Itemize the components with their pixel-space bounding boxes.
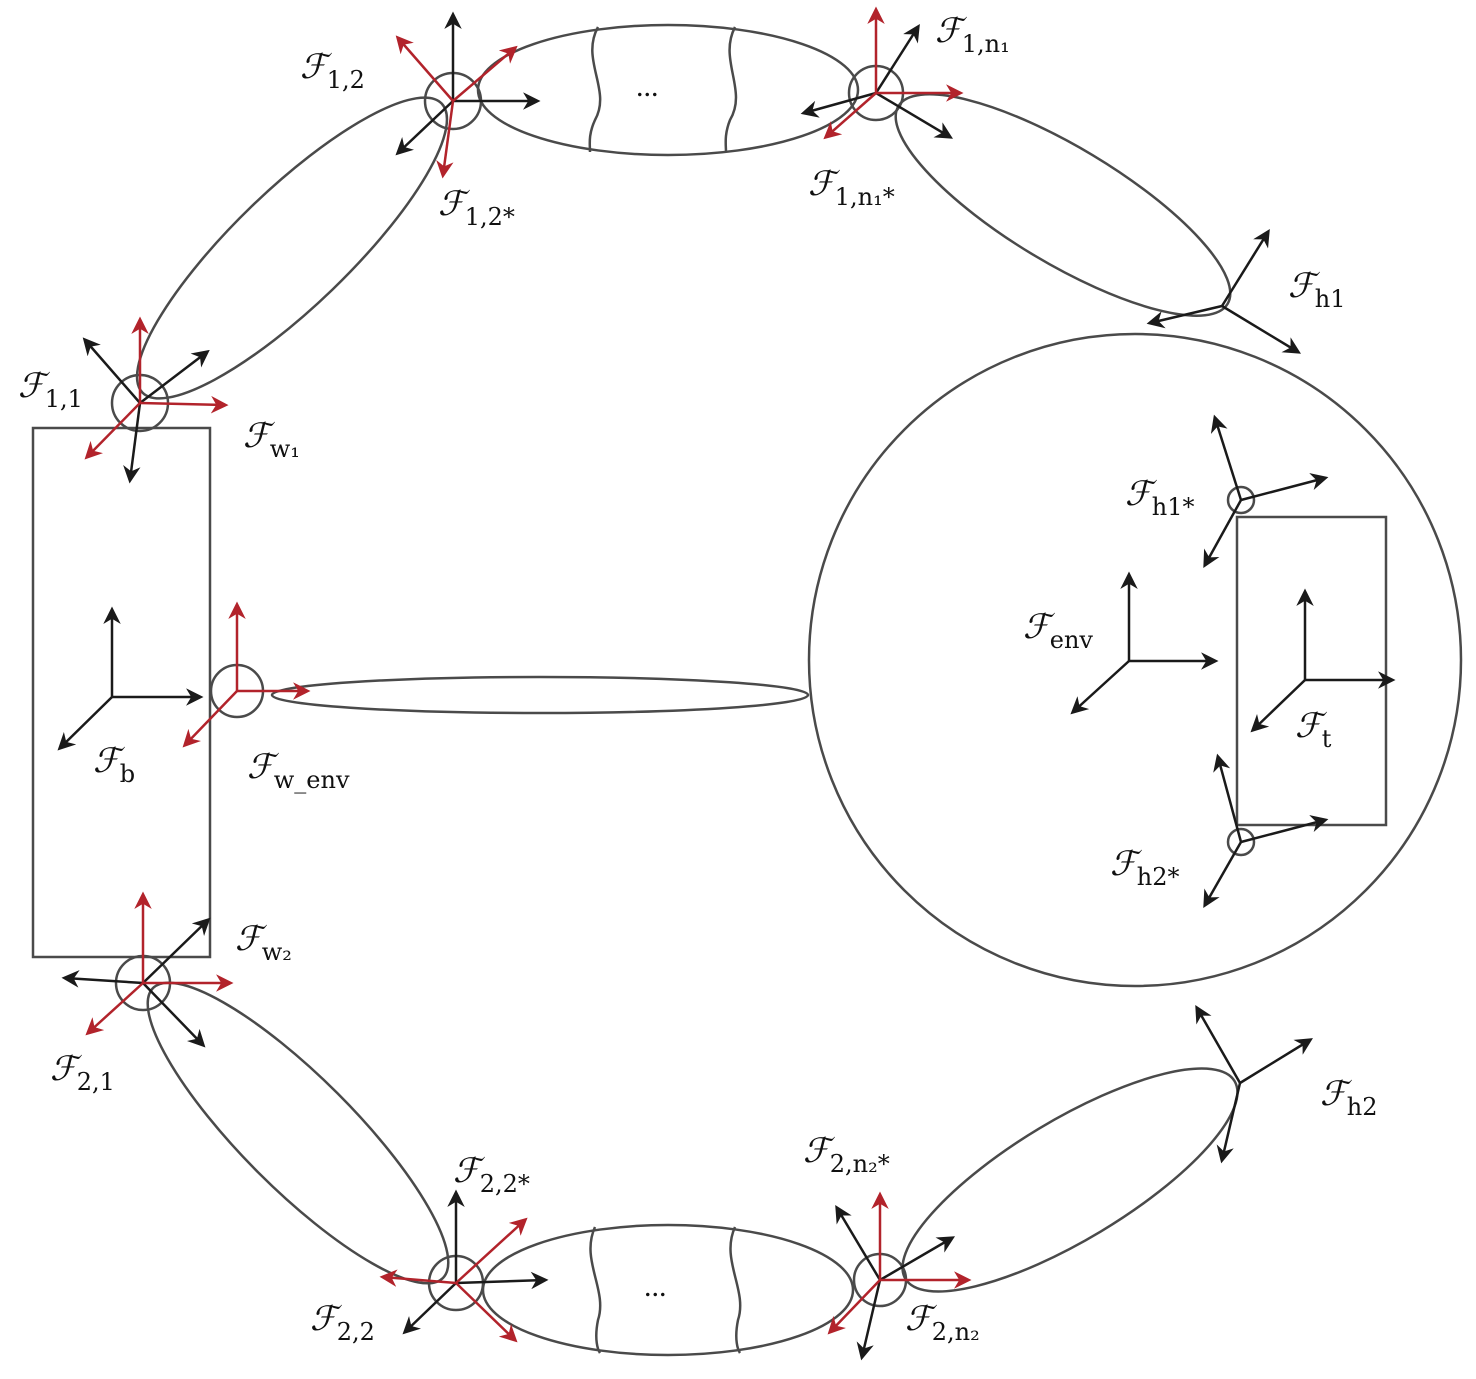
- break-line: [589, 1226, 602, 1354]
- black-axis-arrow-f2n2: [835, 1204, 882, 1281]
- black-axis-arrow-fenv: [1070, 660, 1130, 715]
- frame-label-f22s: ℱ2,2*: [453, 1151, 530, 1198]
- black-axis-arrow-f11: [82, 337, 141, 404]
- frame-label-fenv: ℱenv: [1023, 607, 1093, 654]
- red-axis-arrow-f22: [455, 1217, 528, 1284]
- frame-label-f1n1s: ℱ1,n₁*: [808, 164, 895, 211]
- frame-label-f2n2: ℱ2,n₂: [905, 1299, 980, 1346]
- ellipsis-top: ...: [636, 70, 659, 103]
- red-axis-arrow-fwenv: [182, 690, 238, 748]
- red-axis-arrow-fw2: [85, 982, 144, 1036]
- red-axis-arrow-f2n2: [827, 1279, 881, 1335]
- black-axis-arrow-fh1: [1220, 229, 1270, 307]
- frame-label-fw1: ℱw₁: [243, 416, 300, 463]
- black-axis-arrow-f22: [455, 1271, 549, 1290]
- frame-label-fh2s: ℱh2*: [1110, 844, 1179, 891]
- frame-label-f22: ℱ2,2: [310, 1299, 375, 1346]
- black-axis-arrow-f22: [402, 1282, 457, 1335]
- frame-label-f1n1: ℱ1,n₁: [935, 11, 1010, 58]
- black-axis-arrow-fh2: [1239, 1038, 1313, 1085]
- black-axis-arrow-f12: [395, 100, 454, 156]
- black-axis-arrow-f2n2: [856, 1279, 882, 1361]
- black-axis-arrow-fw2: [142, 982, 206, 1048]
- red-axis-arrow-f12: [395, 35, 454, 102]
- black-axis-arrow-fh2: [1216, 1082, 1242, 1164]
- black-axis-arrow-fh1s: [1203, 499, 1243, 569]
- tool-body: [1235, 515, 1388, 827]
- black-axis-arrow-fh1s: [1240, 473, 1329, 502]
- frame-label-f12: ℱ1,2: [300, 47, 365, 94]
- arm1-link1: [135, 96, 449, 400]
- frame-label-f11: ℱ1,1: [18, 366, 83, 413]
- break-line: [724, 26, 738, 153]
- break-line: [588, 26, 602, 153]
- black-axis-arrow-f2n2: [879, 1236, 956, 1282]
- frame-label-f12s: ℱ1,2*: [438, 184, 515, 231]
- break-line: [729, 1226, 742, 1354]
- arm1-link-last: [894, 93, 1232, 317]
- red-axis-arrow-f12: [452, 45, 518, 102]
- black-axis-arrow-f11: [139, 349, 210, 404]
- black-axis-arrow-f1n1: [800, 91, 877, 118]
- base-body: [31, 426, 212, 959]
- environment-circle: [807, 332, 1463, 988]
- black-axis-arrow-fb: [57, 696, 113, 751]
- shapes: [31, 23, 1463, 1357]
- red-axis-arrow-f1n1: [823, 92, 877, 140]
- black-axis-arrow-fh1: [1146, 304, 1223, 329]
- frame-label-fh2: ℱh2: [1320, 1074, 1377, 1121]
- frame-label-fb: ℱb: [93, 741, 135, 788]
- red-axis-arrow-f22: [379, 1269, 457, 1287]
- frame-label-fw2: ℱw₂: [235, 919, 292, 966]
- arm2-link-last: [901, 1067, 1239, 1293]
- black-axis-arrow-fh2s: [1213, 753, 1243, 843]
- red-axis-arrow-f12: [436, 100, 455, 179]
- black-axis-arrow-fh2s: [1240, 815, 1329, 844]
- arm1-link-middle: [476, 23, 860, 157]
- frame-label-fwenv: ℱw_env: [247, 747, 350, 794]
- red-axis-arrow-f11: [84, 402, 141, 460]
- ellipsis-bottom: ...: [644, 1270, 667, 1303]
- frame-axes: [57, 6, 1396, 1361]
- arm2-link-middle: [481, 1223, 855, 1357]
- frame-label-fh1: ℱh1: [1288, 266, 1345, 313]
- black-axis-arrow-f11: [123, 402, 142, 484]
- black-axis-arrow-f1n1: [874, 24, 920, 94]
- grasp-point: [1226, 485, 1256, 515]
- red-axis-arrow-f22: [455, 1282, 518, 1343]
- arm2-link1: [146, 981, 450, 1285]
- black-axis-arrow-fh2: [1195, 1004, 1242, 1084]
- frame-label-fh1s: ℱh1*: [1125, 474, 1194, 521]
- frame-label-f21: ℱ2,1: [50, 1049, 115, 1096]
- black-axis-arrow-ft: [1250, 679, 1306, 733]
- black-axis-arrow-fw2: [61, 970, 144, 988]
- black-axis-arrow-fh1: [1221, 304, 1301, 354]
- grasp-point: [1226, 827, 1256, 857]
- black-axis-arrow-f1n1: [875, 91, 954, 139]
- env-link: [270, 675, 810, 715]
- frame-label-f2n2s: ℱ2,n₂*: [803, 1131, 890, 1178]
- black-axis-arrow-fh2s: [1203, 841, 1243, 909]
- black-axis-arrow-fh1s: [1210, 414, 1243, 501]
- red-axis-arrow-f11: [139, 395, 229, 414]
- black-axis-arrow-fw2: [142, 917, 211, 984]
- frame-label-ft: ℱt: [1295, 706, 1332, 753]
